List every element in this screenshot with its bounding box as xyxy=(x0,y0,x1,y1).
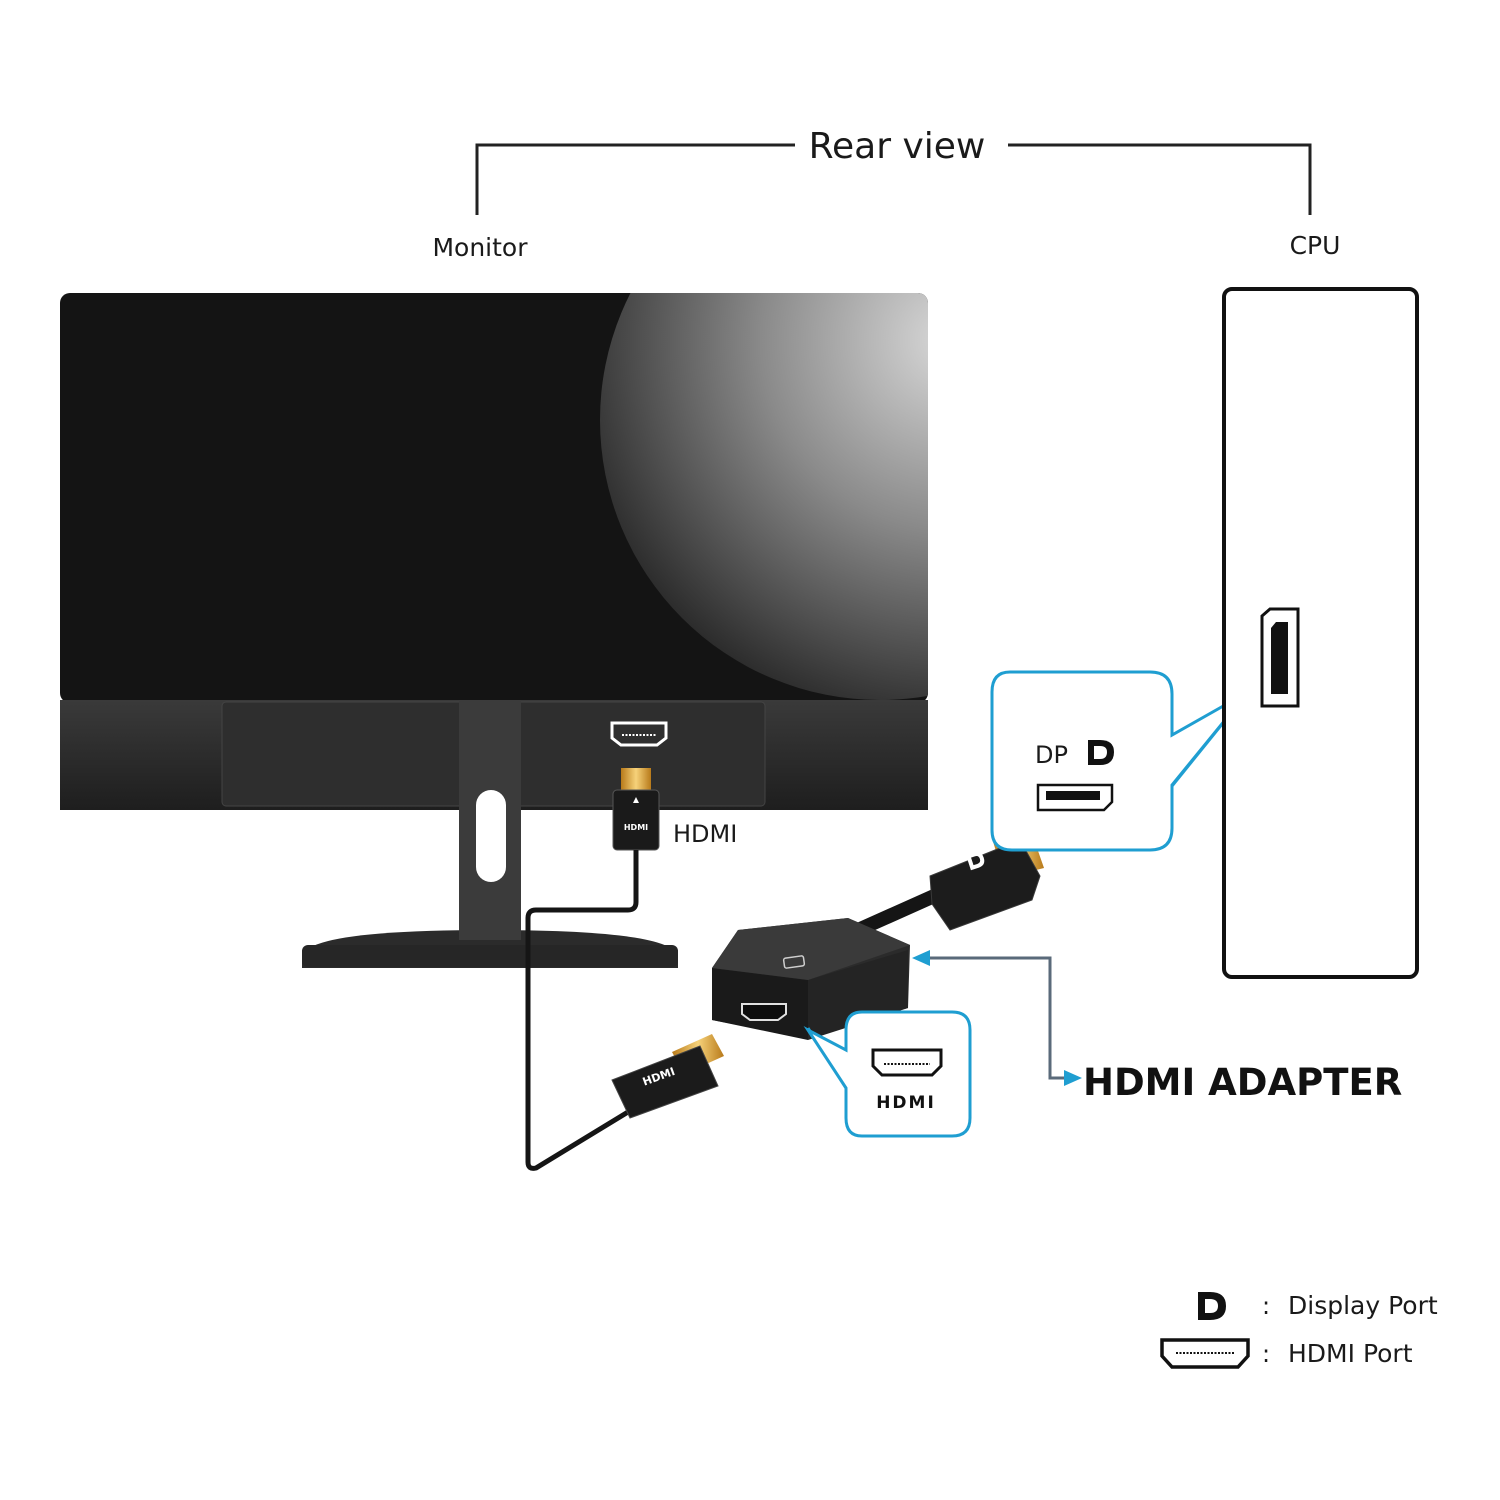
hdmi-callout: HDMI xyxy=(803,1010,972,1138)
dp-callout-label: DP xyxy=(1035,741,1068,769)
dp-callout: DP xyxy=(990,670,1250,852)
displayport-icon xyxy=(1198,1292,1226,1320)
rear-view-bracket xyxy=(475,143,1312,215)
legend-text-hdmi: HDMI Port xyxy=(1288,1339,1413,1368)
adapter-label: HDMI ADAPTER xyxy=(1083,1061,1402,1104)
dp-port-icon xyxy=(1036,783,1114,812)
legend-separator-dp: : xyxy=(1262,1292,1270,1320)
monitor-label: Monitor xyxy=(432,233,528,262)
hdmi-port-icon xyxy=(1160,1338,1250,1369)
hdmi-cable-plug: HDMI xyxy=(611,1034,724,1119)
cpu-displayport-icon xyxy=(1260,607,1300,708)
monitor-hdmi-port-icon xyxy=(610,721,668,747)
dp-logo-icon xyxy=(1088,740,1114,765)
cpu-case xyxy=(1222,287,1419,979)
cpu-label: CPU xyxy=(1290,231,1341,260)
hdmi-callout-port-icon xyxy=(871,1048,943,1077)
legend-text-dp: Display Port xyxy=(1288,1291,1438,1320)
monitor-plug-logo: HDMI xyxy=(624,823,648,832)
hdmi-callout-logo: HDMI xyxy=(876,1093,936,1113)
adapter-arrow xyxy=(912,950,1082,1086)
rear-view-title: Rear view xyxy=(809,126,986,167)
monitor-hdmi-plug-tip xyxy=(621,768,651,791)
monitor-port-label: HDMI xyxy=(673,820,737,848)
legend: : Display Port : HDMI Port xyxy=(1160,1291,1438,1369)
hdmi-cable xyxy=(525,850,639,1171)
legend-separator-hdmi: : xyxy=(1262,1340,1270,1368)
monitor-rear: HDMI xyxy=(60,293,928,968)
